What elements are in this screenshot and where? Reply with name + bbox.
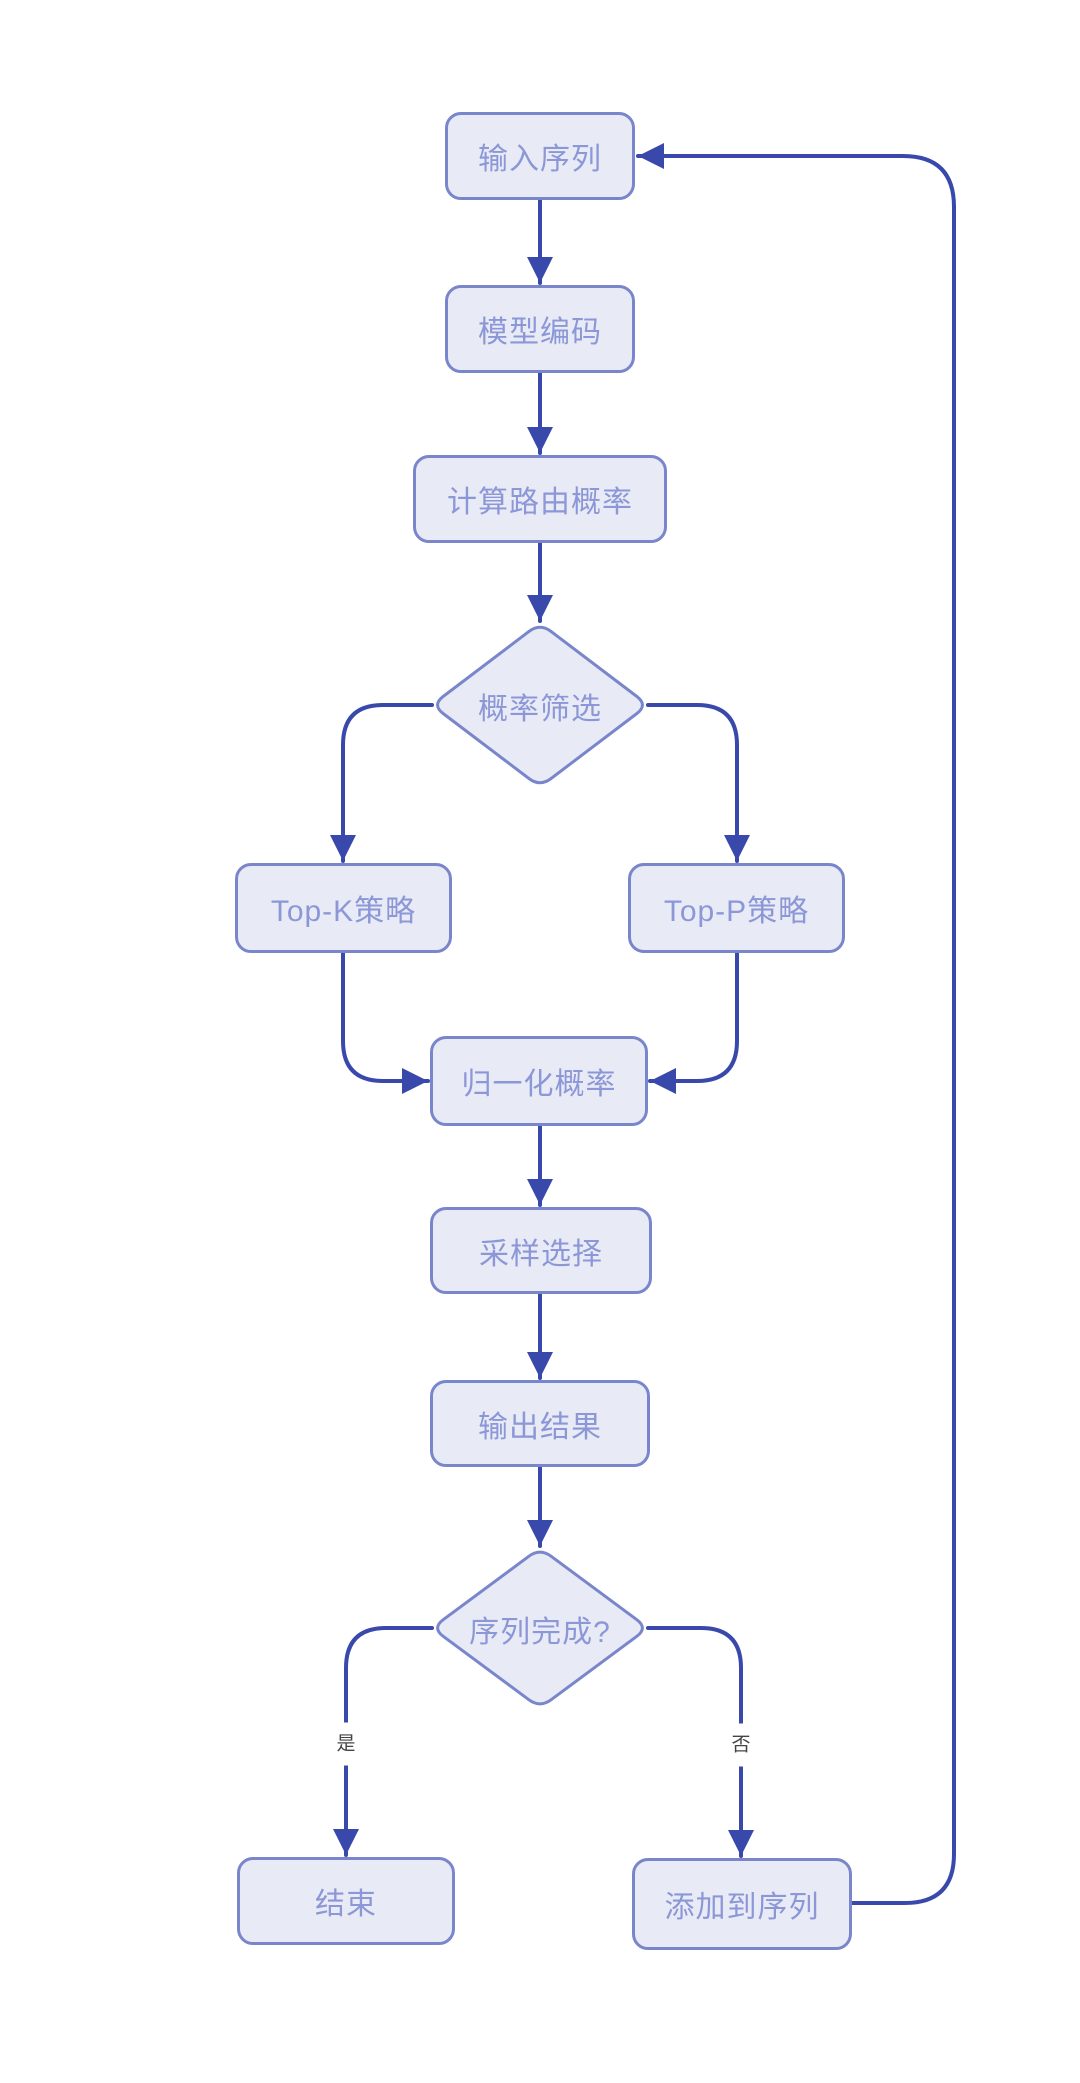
decision-sequence-done-label: 序列完成? bbox=[469, 1616, 611, 1649]
node-model-encode: 模型编码 bbox=[445, 285, 635, 373]
node-model-encode-label: 模型编码 bbox=[478, 316, 602, 349]
node-topk-strategy: Top-K策略 bbox=[235, 863, 452, 953]
node-end-label: 结束 bbox=[315, 1888, 377, 1921]
decision-sequence-done-shape bbox=[436, 1550, 644, 1706]
decision-probability-filter-shape bbox=[436, 625, 644, 785]
node-output-result-label: 输出结果 bbox=[478, 1410, 602, 1444]
node-compute-routing-prob: 计算路由概率 bbox=[413, 455, 667, 543]
node-topp-strategy-label: Top-P策略 bbox=[663, 895, 810, 928]
edge-topp-to-normalize bbox=[648, 951, 739, 1094]
edge-filter-to-topp bbox=[646, 703, 750, 863]
edge-done-yes-to-end bbox=[333, 1626, 434, 1857]
node-input-sequence: 输入序列 bbox=[445, 112, 635, 200]
decision-probability-filter-label: 概率筛选 bbox=[478, 693, 602, 726]
edge-done-no-to-append bbox=[646, 1626, 754, 1858]
node-normalize-prob-label: 归一化概率 bbox=[461, 1068, 617, 1101]
node-topk-strategy-label: Top-K策略 bbox=[270, 895, 417, 928]
node-append-to-sequence: 添加到序列 bbox=[632, 1858, 852, 1950]
edge-filter-to-topk bbox=[330, 703, 434, 863]
edge-label-no: 否 bbox=[723, 1723, 759, 1767]
node-end: 结束 bbox=[237, 1857, 455, 1945]
edge-topk-to-normalize bbox=[341, 951, 430, 1094]
node-sampling-select: 采样选择 bbox=[430, 1207, 652, 1294]
node-output-result: 输出结果 bbox=[430, 1380, 650, 1467]
edge-label-yes: 是 bbox=[328, 1722, 364, 1766]
node-input-sequence-label: 输入序列 bbox=[478, 143, 602, 176]
node-normalize-prob: 归一化概率 bbox=[430, 1036, 648, 1126]
node-compute-routing-prob-label: 计算路由概率 bbox=[447, 486, 633, 519]
node-topp-strategy: Top-P策略 bbox=[628, 863, 845, 953]
node-append-to-sequence-label: 添加到序列 bbox=[664, 1891, 820, 1924]
node-sampling-select-label: 采样选择 bbox=[479, 1237, 603, 1271]
edge-append-loop-to-input bbox=[636, 143, 956, 1905]
